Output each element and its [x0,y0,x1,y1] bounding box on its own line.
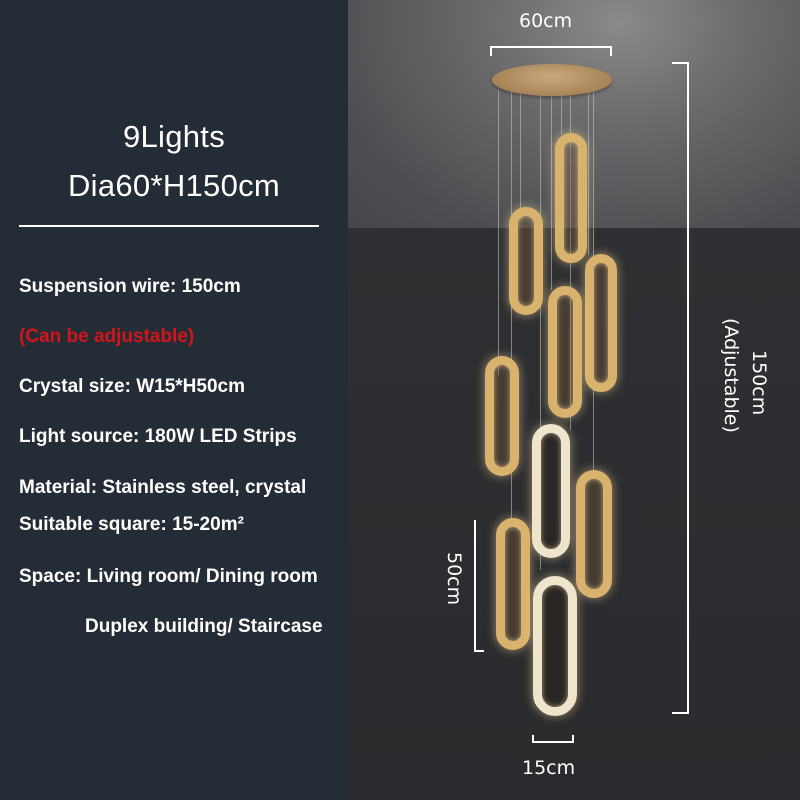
spec-material: Material: Stainless steel, crystal [19,477,307,498]
crystal-pendant [576,470,612,598]
spec-light-source: Light source: 180W LED Strips [19,426,297,447]
crystal-pendant [548,286,582,418]
crystal-width-label: 15cm [522,757,576,779]
crystal-pendant [509,207,543,315]
suspension-wire [498,90,499,375]
total-height-label: 150cm [748,350,770,416]
spec-suitable-square: Suitable square: 15-20m² [19,514,244,535]
crystal-pendant [532,424,570,558]
canopy-width-tick [490,46,492,56]
crystal-pendant [485,356,519,476]
suspension-wire [551,90,552,290]
product-photo: 60cm 150cm (Adjustable) 50cm 15cm [348,0,800,800]
canopy-width-label: 60cm [519,10,573,32]
crystal-height-label: 50cm [443,552,465,606]
crystal-width-line [532,741,574,743]
crystal-pendant [555,133,587,263]
title-divider [19,225,319,227]
height-tick-bottom [672,712,688,714]
suspension-wire [588,90,589,255]
suspension-wire [520,90,521,210]
product-title-lights: 9Lights [122,119,226,154]
suspension-wire [561,90,562,135]
spec-space-continued: Duplex building/ Staircase [85,616,323,637]
spec-panel: 9Lights Dia60*H150cm Suspension wire: 15… [0,0,348,800]
ceiling-canopy [492,64,612,96]
crystal-width-tick [572,735,574,743]
crystal-width-tick [532,735,534,743]
crystal-pendant [533,576,577,716]
canopy-width-tick [610,46,612,56]
spec-adjustable-note: (Can be adjustable) [19,326,195,347]
height-tick-top [672,62,688,64]
suspension-wire [540,90,541,570]
canopy-width-line [490,46,612,48]
total-height-note: (Adjustable) [720,318,742,433]
crystal-pendant [496,518,530,650]
product-title-dimensions: Dia60*H150cm [67,168,281,203]
crystal-height-line [474,520,476,652]
spec-suspension-wire: Suspension wire: 150cm [19,276,241,297]
crystal-height-tick [474,650,484,652]
height-line [687,62,689,714]
spec-crystal-size: Crystal size: W15*H50cm [19,376,245,397]
spec-space: Space: Living room/ Dining room [19,566,318,587]
crystal-pendant [585,254,617,392]
